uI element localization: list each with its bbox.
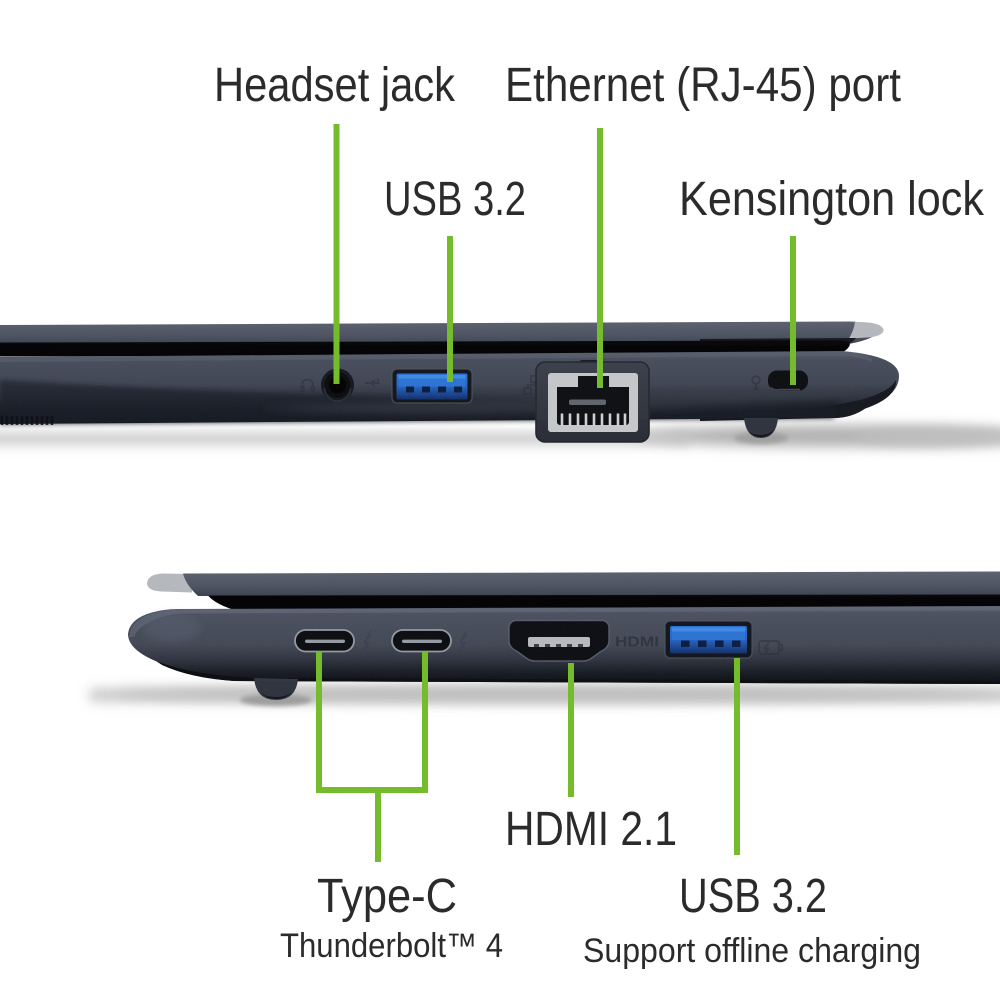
svg-text:USB 3.2: USB 3.2 [384,173,526,226]
svg-text:Thunderbolt™ 4: Thunderbolt™ 4 [280,927,503,965]
svg-text:Ethernet (RJ-45) port: Ethernet (RJ-45) port [505,59,901,112]
svg-text:Type-C: Type-C [317,870,457,923]
svg-text:HDMI 2.1: HDMI 2.1 [505,803,677,856]
svg-text:Support offline charging: Support offline charging [583,932,921,970]
svg-text:USB 3.2: USB 3.2 [679,870,827,923]
svg-text:Headset jack: Headset jack [214,59,456,112]
svg-text:Kensington lock: Kensington lock [679,173,985,226]
